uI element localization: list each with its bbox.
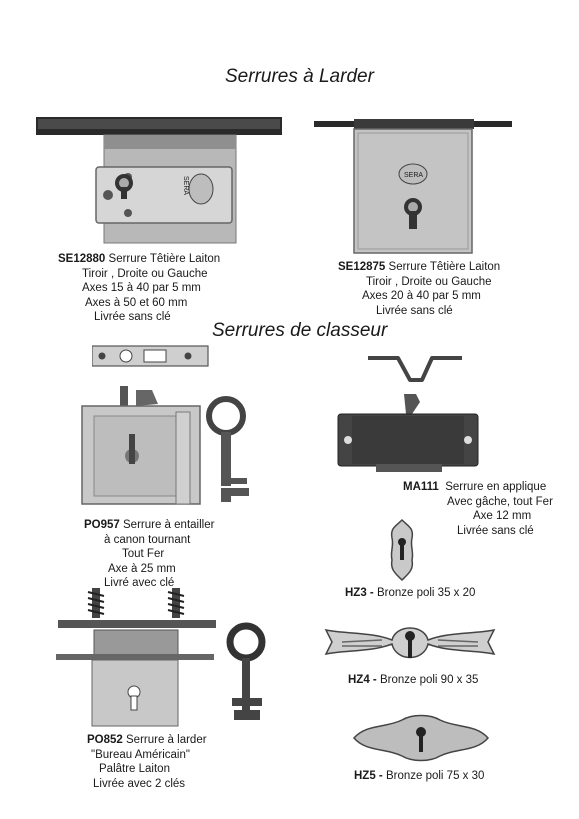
desc-po957-2: à canon tournant: [104, 533, 191, 546]
escutcheon-hz4-photo: [324, 627, 496, 659]
desc-hz5: Bronze poli 75 x 30: [385, 770, 485, 782]
desc-se12880-1: Serrure Têtière Laiton: [108, 253, 221, 265]
lock-se12875-photo: [314, 119, 512, 254]
lock-ma111-photo: [337, 394, 479, 472]
desc-se12875-1: Serrure Têtière Laiton: [388, 261, 501, 273]
ref-se12880: SE12880: [58, 253, 106, 265]
logo-text-se12880: SERA: [182, 176, 189, 196]
desc-se12880-4: Axes à 50 et 60 mm: [85, 296, 188, 309]
key-po852-photo: [226, 622, 266, 720]
logo-text-se12875: SERA: [404, 172, 424, 179]
section-title-classeur: Serrures de classeur: [212, 320, 388, 341]
ref-se12875: SE12875: [338, 261, 386, 273]
desc-se12875-3: Axes 20 à 40 par 5 mm: [362, 290, 481, 302]
section-title-larder: Serrures à Larder: [225, 66, 374, 87]
escutcheon-hz3-photo: [390, 518, 414, 582]
caption-ma111: MA111 Serrure en applique Avec gâche, to…: [403, 480, 553, 538]
caption-hz4: HZ4 - Bronze poli 90 x 35: [348, 673, 478, 688]
desc-hz3: Bronze poli 35 x 20: [376, 587, 476, 599]
lock-po852-photo: [56, 588, 216, 727]
desc-po852-4: Livrée avec 2 clés: [93, 777, 186, 790]
desc-po957-1: Serrure à entailler: [123, 519, 215, 531]
hasp-ma111-photo: [368, 356, 462, 382]
ref-ma111: MA111: [403, 481, 439, 493]
desc-ma111-4: Livrée sans clé: [457, 524, 534, 537]
key-po957-photo: [206, 396, 249, 502]
desc-po852-1: Serrure à larder: [126, 734, 207, 746]
desc-ma111-1: Serrure en applique: [445, 481, 547, 493]
ref-po852: PO852: [87, 734, 123, 746]
desc-hz4: Bronze poli 90 x 35: [379, 674, 479, 686]
desc-se12875-4: Livrée sans clé: [376, 304, 453, 317]
desc-po852-2: "Bureau Américain": [91, 748, 190, 761]
desc-se12880-2: Tiroir , Droite ou Gauche: [82, 267, 208, 280]
desc-se12875-2: Tiroir , Droite ou Gauche: [366, 275, 492, 288]
ref-hz3: HZ3 -: [345, 587, 374, 599]
lock-se12880-photo: [36, 117, 282, 244]
caption-se12875: SE12875 Serrure Têtière Laiton Tiroir , …: [338, 260, 500, 318]
ref-hz4: HZ4 -: [348, 674, 377, 686]
escutcheon-hz5-photo: [353, 714, 489, 762]
caption-hz5: HZ5 - Bronze poli 75 x 30: [354, 769, 484, 784]
lock-po957-photo: [81, 386, 201, 505]
desc-ma111-3: Axe 12 mm: [473, 510, 532, 522]
strike-plate-photo: [92, 345, 209, 367]
caption-po957: PO957 Serrure à entailler à canon tourna…: [84, 518, 214, 591]
ref-hz5: HZ5 -: [354, 770, 383, 782]
caption-po852: PO852 Serrure à larder "Bureau Américain…: [87, 733, 207, 791]
desc-po957-3: Tout Fer: [122, 548, 165, 560]
desc-ma111-2: Avec gâche, tout Fer: [447, 495, 553, 508]
desc-se12880-3: Axes 15 à 40 par 5 mm: [82, 282, 201, 294]
desc-se12880-5: Livrée sans clé: [94, 311, 171, 323]
caption-hz3: HZ3 - Bronze poli 35 x 20: [345, 586, 475, 601]
desc-po852-3: Palâtre Laiton: [99, 763, 170, 775]
desc-po957-5: Livré avec clé: [104, 577, 175, 589]
desc-po957-4: Axe à 25 mm: [108, 562, 176, 575]
ref-po957: PO957: [84, 519, 120, 531]
caption-se12880: SE12880 Serrure Têtière Laiton Tiroir , …: [58, 252, 220, 325]
